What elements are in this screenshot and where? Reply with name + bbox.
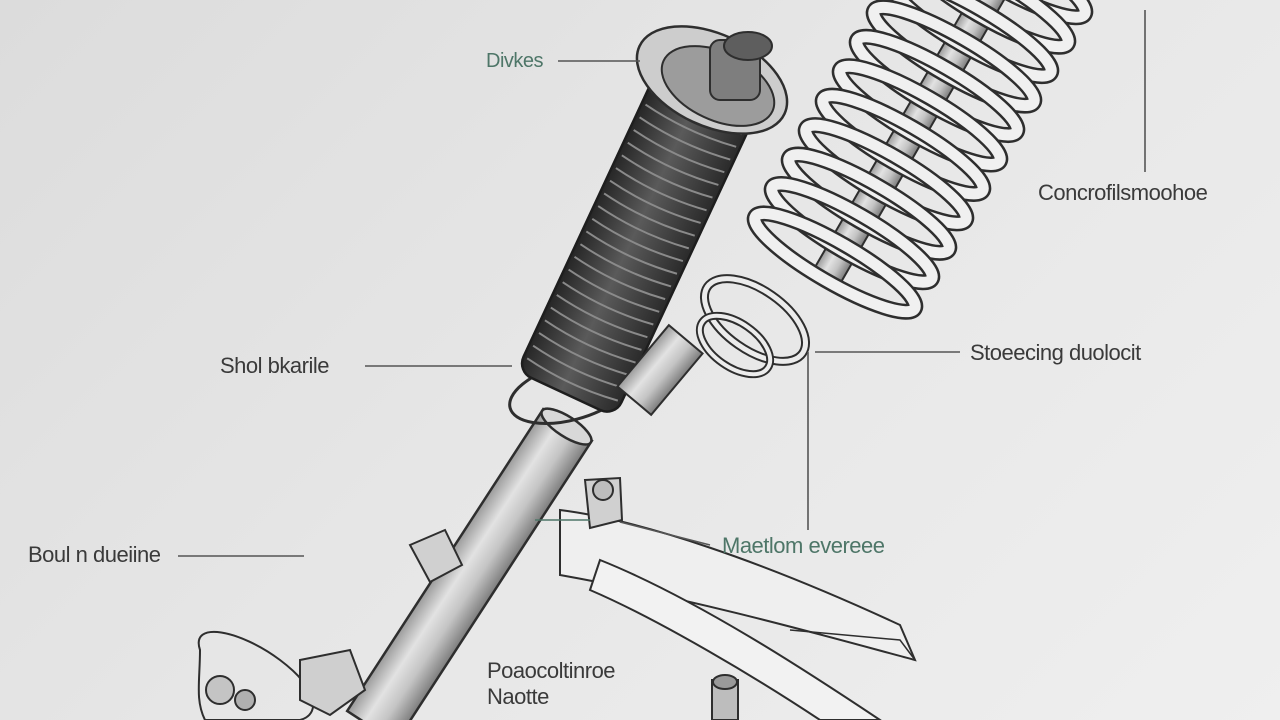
- spring-coil: [749, 207, 921, 318]
- label-bottom-right: Maetlom evereee: [722, 533, 885, 558]
- leader-lines: [178, 10, 1146, 557]
- boot-rib: [544, 319, 636, 364]
- top-mount: [635, 25, 789, 135]
- boot-rib: [556, 294, 648, 339]
- boot-rib: [562, 281, 654, 326]
- spring-coil: [919, 0, 1091, 23]
- label-top: Divkes: [486, 50, 544, 72]
- boot-rib: [573, 256, 666, 301]
- label-bottom-line2: Naotte: [487, 684, 549, 709]
- steering-knuckle: [197, 630, 367, 720]
- secondary-coil: [695, 274, 811, 379]
- boot-rib: [644, 103, 737, 148]
- boot-rib: [550, 306, 642, 351]
- boot-rib: [568, 268, 660, 313]
- boot-rib: [532, 344, 625, 389]
- coil-spring: [746, 0, 1094, 320]
- label-mid-right: Stoeecing duolocit: [970, 340, 1141, 365]
- boot-rib: [633, 129, 725, 174]
- piston-sleeve: [616, 323, 704, 417]
- boot-rib: [609, 179, 701, 224]
- strut-bracket: [408, 476, 624, 584]
- boot-rib: [621, 154, 713, 199]
- boot-rib: [603, 192, 696, 237]
- boot-rib: [538, 332, 630, 377]
- label-bottom-left: Boul n dueiine: [28, 542, 161, 567]
- label-top-right: Concrofilsmoohoe: [1038, 180, 1208, 205]
- label-bottom-line1: Poaocoltinroe: [487, 658, 616, 683]
- boot-rib: [615, 167, 707, 212]
- ball-joint: [711, 674, 739, 720]
- boot-rib: [597, 205, 690, 250]
- boot-rib: [639, 116, 731, 161]
- boot-rib: [526, 357, 619, 402]
- boot-rib: [591, 217, 684, 263]
- leader-bottom-right: [619, 521, 711, 546]
- label-mid-left: Shol bkarile: [220, 353, 329, 378]
- boot-rib: [627, 141, 719, 186]
- boot-rib: [585, 230, 678, 275]
- boot-rib: [579, 243, 672, 288]
